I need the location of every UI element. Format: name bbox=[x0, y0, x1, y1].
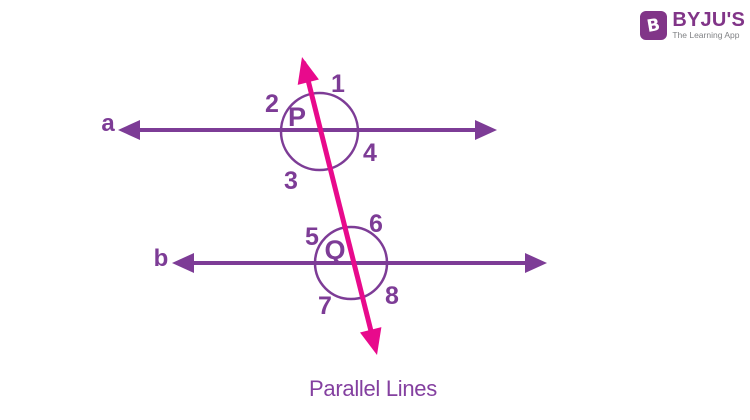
line-b-left-arrowhead bbox=[172, 253, 194, 273]
byjus-b-icon-letter: B bbox=[645, 14, 662, 37]
diagram-caption: Parallel Lines bbox=[309, 376, 437, 401]
point-p-label: P bbox=[288, 102, 306, 132]
angle-label-5: 5 bbox=[305, 223, 319, 251]
line-b-right-arrowhead bbox=[525, 253, 547, 273]
byjus-logo: B BYJU'S The Learning App bbox=[640, 9, 745, 40]
circle-q bbox=[313, 225, 389, 301]
angle-label-1: 1 bbox=[331, 70, 345, 98]
angle-label-8: 8 bbox=[385, 282, 399, 310]
byjus-tagline: The Learning App bbox=[672, 30, 740, 40]
line-b-label: b bbox=[154, 245, 169, 272]
line-a-label: a bbox=[101, 110, 115, 137]
line-a-left-arrowhead bbox=[118, 120, 140, 140]
angle-label-2: 2 bbox=[265, 90, 279, 118]
circle-p bbox=[279, 91, 360, 172]
line-b-group: b bbox=[154, 245, 547, 273]
transversal-top-arrowhead bbox=[297, 57, 319, 85]
byjus-brand-name: BYJU'S bbox=[672, 9, 745, 31]
transversal-line bbox=[301, 61, 377, 344]
angle-label-6: 6 bbox=[369, 210, 383, 238]
angle-label-7: 7 bbox=[318, 292, 332, 320]
transversal-bottom-arrowhead bbox=[360, 327, 382, 355]
byjus-b-icon: B bbox=[640, 11, 668, 40]
angle-label-4: 4 bbox=[363, 139, 377, 167]
line-a-group: a bbox=[101, 110, 497, 140]
transversal-group bbox=[297, 57, 382, 355]
line-a-right-arrowhead bbox=[475, 120, 497, 140]
point-q-label: Q bbox=[324, 235, 345, 265]
angle-label-3: 3 bbox=[284, 167, 298, 195]
byjus-logo-text: BYJU'S The Learning App bbox=[672, 9, 745, 40]
